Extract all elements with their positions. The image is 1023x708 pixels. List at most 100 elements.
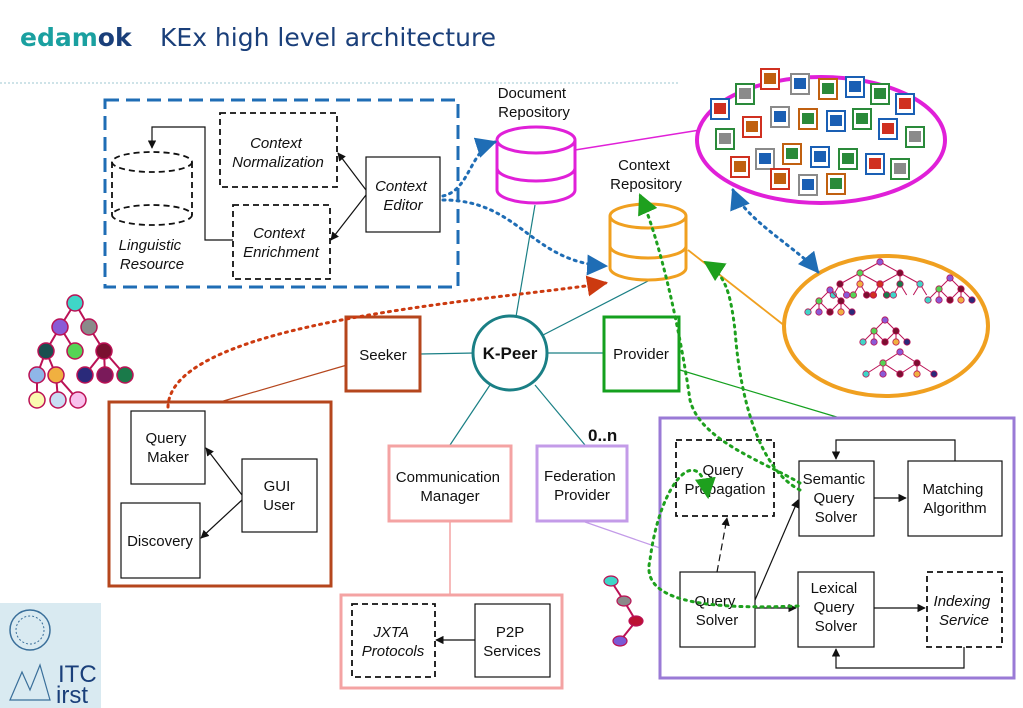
query-solver-box[interactable] <box>679 571 756 648</box>
context-normalization-label: Context Normalization <box>232 135 324 171</box>
semantic-query-solver-label: Semantic Query Solver <box>803 471 870 526</box>
semantic-query-solver-box[interactable] <box>798 460 875 537</box>
discovery-box[interactable] <box>120 502 201 579</box>
file-icon-glyph <box>794 78 806 89</box>
file-icon-glyph <box>774 111 786 122</box>
context-enrichment-label: Context Enrichment <box>243 225 320 261</box>
linguistic-resource-label: Linguistic Resource <box>119 237 186 273</box>
context-tree-main-node <box>836 280 844 288</box>
context-tree-bottom-node <box>879 359 887 367</box>
context-tree-main-node <box>869 291 877 299</box>
kpeer-node[interactable]: K-Peer <box>471 314 549 392</box>
connector-lines <box>219 129 841 595</box>
lexical-query-solver-label: Lexical Query Solver <box>811 580 862 635</box>
communication-manager-label: Communication Manager <box>396 469 504 505</box>
kpeer-federation-line <box>534 384 586 446</box>
query-maker-box[interactable] <box>130 410 206 485</box>
context-trees-group <box>804 258 976 378</box>
context-tree-right-node <box>957 296 965 304</box>
header: edamok KEx high level architecture <box>0 23 680 84</box>
matching-to-semantic-arrow <box>831 439 956 461</box>
seeker-node[interactable]: Seeker <box>344 315 422 393</box>
context-tree-main-node <box>896 269 904 277</box>
federation-provider-node[interactable]: Federation Provider <box>535 444 629 523</box>
matching-algorithm-label: Matching Algorithm <box>922 481 987 517</box>
file-icon-glyph <box>719 133 731 144</box>
ctx-repo-trees-line <box>687 249 791 331</box>
query-maker-label: Query Maker <box>145 430 190 466</box>
jxta-protocols-label: JXTA Protocols <box>362 624 425 660</box>
kpeer-label: K-Peer <box>483 344 538 363</box>
kpeer-seeker-line <box>419 352 476 355</box>
file-icon-glyph <box>849 81 861 92</box>
communication-manager-node[interactable]: Communication Manager <box>387 444 513 523</box>
query-propagation-box[interactable] <box>675 439 775 517</box>
context-tree-main-node <box>863 291 871 299</box>
context-tree-right-node <box>946 274 954 282</box>
context-tree-center-node <box>881 338 889 346</box>
file-icon-glyph <box>802 179 814 190</box>
context-tree-bottom-node <box>896 370 904 378</box>
context-tree-right-node <box>946 296 954 304</box>
context-tree-right-node <box>957 285 965 293</box>
context-tree-right-node <box>968 296 976 304</box>
context-tree-main-node <box>843 291 851 299</box>
matching-algorithm-box[interactable] <box>907 460 1003 537</box>
communication-group: JXTA Protocols P2P Services <box>339 593 564 690</box>
context-tree-main-node <box>883 291 891 299</box>
file-icon-glyph <box>856 113 868 124</box>
provider-group: Query Propagation Semantic Query Solver … <box>658 416 1016 680</box>
context-repository: Context Repository <box>608 157 688 282</box>
context-tree-main-node <box>849 291 857 299</box>
file-icon-glyph <box>874 88 886 99</box>
gui-user-box[interactable] <box>241 458 318 533</box>
context-editor-box <box>365 156 441 233</box>
query-solver-to-semantic-arrow <box>754 499 799 601</box>
context-tree-center-node <box>870 327 878 335</box>
editor-to-ctx-repo-flow <box>441 198 609 276</box>
logo-irst: irst <box>56 682 88 708</box>
gui-to-discovery-arrow <box>200 499 243 539</box>
jxta-protocols-box[interactable] <box>351 603 436 678</box>
logo-seal <box>9 609 51 651</box>
file-icon-glyph <box>894 163 906 174</box>
file-icon-glyph <box>739 88 751 99</box>
context-tree-right-node <box>935 296 943 304</box>
doc-repo-files-line <box>574 129 701 151</box>
itc-irst-logo: ITC irst <box>0 603 101 708</box>
context-tree-main-edge <box>879 272 901 285</box>
p2p-services-box[interactable] <box>474 603 551 678</box>
query-maker-to-ctx-repo-flow <box>166 275 609 409</box>
document-repository-db <box>495 140 577 205</box>
context-repository-label: Context Repository <box>610 157 682 193</box>
documents-collection <box>695 68 947 205</box>
file-icon-glyph <box>882 123 894 134</box>
provider-node[interactable]: Provider <box>602 315 681 393</box>
lexical-query-solver-box[interactable] <box>797 571 875 648</box>
context-editor-label: Context Editor <box>375 178 431 214</box>
context-tree-center-node <box>892 327 900 335</box>
indexing-to-lexical-arrow <box>831 647 965 669</box>
cardinality-label: 0..n <box>588 426 617 445</box>
file-icon-glyph <box>869 158 881 169</box>
context-tree-main-node <box>876 258 884 266</box>
document-repository: Document Repository <box>495 85 577 205</box>
file-icon-glyph <box>759 153 771 164</box>
context-tree-center-node <box>859 338 867 346</box>
file-icon-glyph <box>774 173 786 184</box>
context-tree-left-node <box>804 308 812 316</box>
context-tree-main-node <box>856 280 864 288</box>
context-tree-bottom-node <box>930 370 938 378</box>
context-tree-right-node <box>935 285 943 293</box>
semantic-to-ctx-repo-flow <box>703 260 802 492</box>
logo-itc: ITC <box>58 661 97 688</box>
indexing-service-box[interactable] <box>926 571 1003 648</box>
logo-part1: edam <box>20 23 98 52</box>
file-icon-glyph <box>764 73 776 84</box>
file-icon-glyph <box>822 83 834 94</box>
context-tree-left-node <box>826 286 834 294</box>
query-path-icon <box>603 575 644 647</box>
semantic-to-doc-repo-flow <box>638 193 802 485</box>
context-tree-bottom-node <box>913 370 921 378</box>
context-tree-main-edge <box>899 272 921 285</box>
